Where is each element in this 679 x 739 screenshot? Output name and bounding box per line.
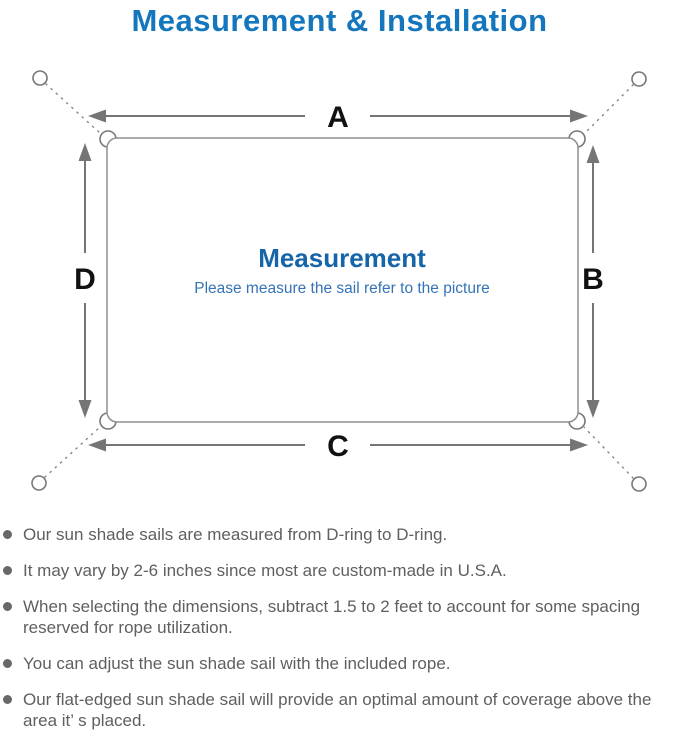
anchor-ring-bottom-right — [631, 476, 647, 492]
arrow-head-left — [88, 109, 106, 123]
dimension-arrow-b: B — [582, 145, 604, 418]
dimension-arrow-a: A — [88, 101, 588, 134]
arrow-head-down — [78, 400, 92, 418]
sail-rectangle — [106, 137, 579, 423]
anchor-ring-bottom-left — [31, 475, 47, 491]
arrow-head-down — [586, 400, 600, 418]
arrow-head-up — [586, 145, 600, 163]
bullet-icon — [3, 659, 12, 668]
arrow-head-left — [88, 438, 106, 452]
dimension-arrow-d: D — [74, 143, 96, 418]
dim-label-c: C — [327, 430, 349, 463]
measurement-diagram: A C D B Measurement Please meas — [31, 70, 647, 492]
anchor-ring-top-left — [32, 70, 48, 86]
note-text: Our sun shade sails are measured from D-… — [23, 525, 448, 544]
arrow-head-right — [570, 109, 588, 123]
bullet-icon — [3, 695, 12, 704]
list-item: You can adjust the sun shade sail with t… — [0, 653, 669, 674]
dim-label-d: D — [74, 263, 96, 296]
diagram-center-subtitle: Please measure the sail refer to the pic… — [194, 280, 490, 297]
list-item: It may vary by 2-6 inches since most are… — [0, 560, 669, 581]
page-title: Measurement & Installation — [131, 3, 548, 38]
dimension-arrow-c: C — [88, 430, 588, 463]
rope-line-top-left — [45, 82, 102, 135]
note-text: It may vary by 2-6 inches since most are… — [23, 561, 507, 580]
note-text: When selecting the dimensions, subtract … — [23, 597, 641, 637]
list-item: Our flat-edged sun shade sail will provi… — [0, 689, 669, 731]
bullet-icon — [3, 602, 12, 611]
rope-line-bottom-left — [44, 426, 101, 479]
diagram-center-title: Measurement — [258, 243, 426, 273]
arrow-head-right — [570, 438, 588, 452]
arrow-head-up — [78, 143, 92, 161]
rope-line-top-right — [583, 84, 634, 135]
anchor-ring-top-right — [631, 71, 647, 87]
notes-list: Our sun shade sails are measured from D-… — [0, 524, 679, 739]
note-text: You can adjust the sun shade sail with t… — [23, 654, 451, 673]
rope-line-bottom-right — [583, 426, 635, 479]
dim-label-b: B — [582, 263, 604, 296]
bullet-icon — [3, 530, 12, 539]
list-item: Our sun shade sails are measured from D-… — [0, 524, 669, 545]
list-item: When selecting the dimensions, subtract … — [0, 596, 669, 638]
note-text: Our flat-edged sun shade sail will provi… — [23, 690, 652, 730]
bullet-icon — [3, 566, 12, 575]
dim-label-a: A — [327, 101, 349, 134]
